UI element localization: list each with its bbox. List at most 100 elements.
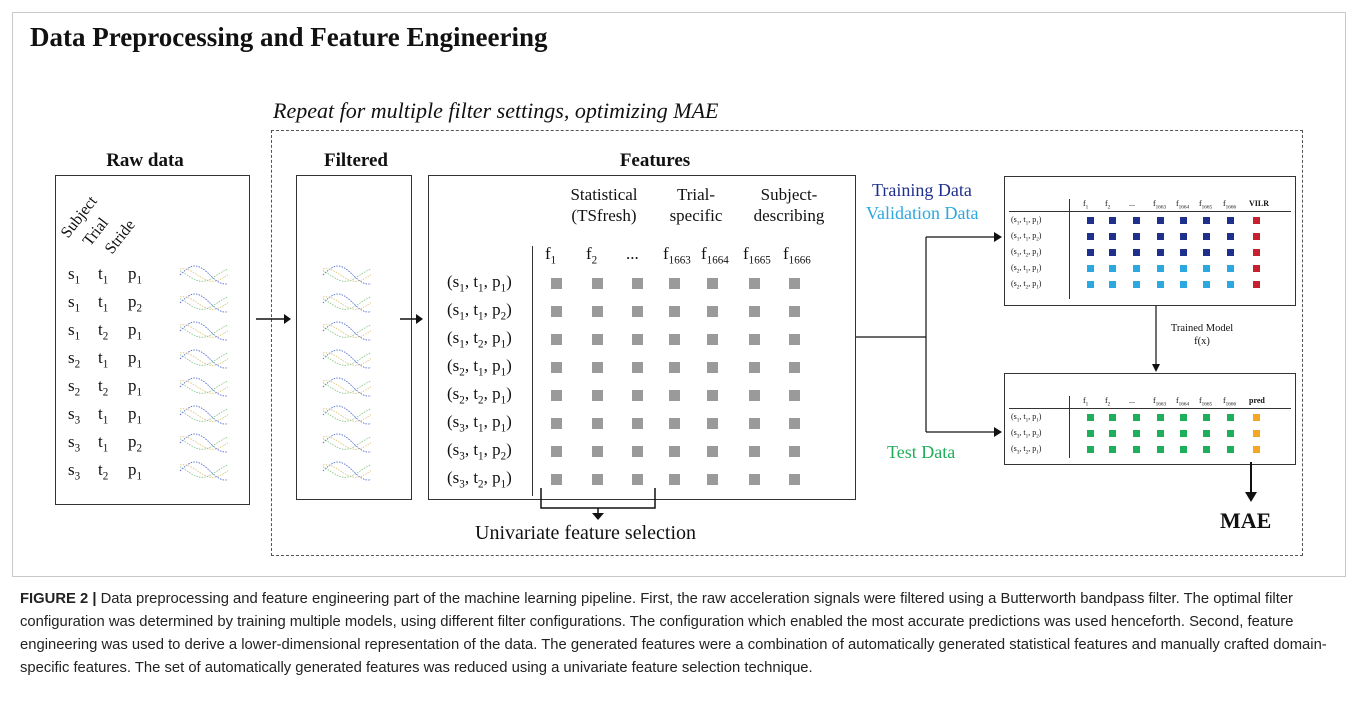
training-cell-marker [1227, 281, 1234, 288]
signal-trace [179, 268, 229, 282]
figure-title: Data Preprocessing and Feature Engineeri… [30, 22, 548, 52]
signal-trace [322, 321, 372, 341]
raw-cell: s3 [68, 460, 81, 483]
arrow-raw-to-filtered [256, 314, 291, 324]
training-cell-marker [1087, 217, 1094, 224]
raw-cell: s2 [68, 376, 81, 399]
feature-column-header: f1 [545, 244, 557, 267]
feature-cell-marker [707, 474, 718, 485]
feature-cell-marker [669, 418, 680, 429]
raw-cell: t1 [98, 348, 109, 371]
feature-cell-marker [551, 474, 562, 485]
training-cell-marker [1087, 249, 1094, 256]
test-cell-marker [1157, 414, 1164, 421]
feature-row-label: (s1, t2, p1) [447, 328, 512, 351]
feature-column-header: f2 [586, 244, 598, 267]
filter-loop-region [271, 130, 1303, 556]
feature-cell-marker [669, 390, 680, 401]
test-cell-marker [1109, 414, 1116, 421]
univariate-selection-label: Univariate feature selection [475, 522, 696, 544]
training-data-label: Training Data [872, 180, 972, 200]
test-cell-marker [1109, 446, 1116, 453]
trained-model-func: f(x) [1194, 336, 1210, 347]
training-cell-marker [1180, 233, 1187, 240]
feature-row-label: (s2, t1, p1) [447, 356, 512, 379]
training-column-header: f1666 [1223, 199, 1237, 211]
split-connectors [856, 232, 1002, 437]
signal-trace [322, 436, 372, 450]
raw-cell: s1 [68, 320, 81, 343]
test-table-divider [1069, 396, 1070, 458]
training-cell-marker [1203, 281, 1210, 288]
feature-column-header: ... [626, 244, 639, 263]
feature-cell-marker [749, 278, 760, 289]
signal-trace [322, 324, 372, 338]
training-cell-marker [1180, 265, 1187, 272]
feature-cell-marker [749, 306, 760, 317]
raw-cell: s2 [68, 348, 81, 371]
filtered-heading: Filtered [323, 150, 388, 171]
feature-cell-marker [551, 362, 562, 373]
feature-cell-marker [707, 418, 718, 429]
training-cell-marker [1180, 281, 1187, 288]
signal-trace [322, 464, 372, 478]
signal-trace [179, 293, 229, 313]
test-column-header: f2 [1105, 396, 1111, 408]
group-trial-specific: Trial-specific [669, 185, 723, 225]
training-table-header-line [1009, 211, 1291, 212]
signal-trace [322, 408, 372, 422]
feature-column-header: f1666 [783, 244, 811, 267]
repeat-note: Repeat for multiple filter settings, opt… [273, 98, 719, 123]
training-column-header: f1665 [1199, 199, 1213, 211]
test-table-header-line [1009, 408, 1291, 409]
test-cell-marker [1157, 446, 1164, 453]
feature-row-label: (s1, t1, p2) [447, 300, 512, 323]
test-cell-marker [1227, 414, 1234, 421]
training-row-label: (s2, t2, p1) [1011, 279, 1042, 291]
training-cell-marker [1157, 281, 1164, 288]
feature-cell-marker [749, 362, 760, 373]
raw-cell: p2 [128, 432, 143, 455]
signal-trace [179, 436, 229, 450]
test-data-label: Test Data [887, 442, 956, 462]
raw-cell: t2 [98, 320, 109, 343]
signal-trace [179, 321, 229, 341]
raw-cell: p1 [128, 348, 143, 371]
signal-trace [322, 436, 372, 450]
test-row-label: (s3, t2, p1) [1011, 444, 1042, 456]
feature-cell-marker [669, 278, 680, 289]
signal-trace [322, 405, 372, 425]
feature-cell-marker [551, 418, 562, 429]
signal-trace [322, 296, 372, 310]
feature-cell-marker [789, 278, 800, 289]
feature-cell-marker [592, 390, 603, 401]
validation-data-label: Validation Data [866, 203, 979, 223]
raw-cell: p1 [128, 404, 143, 427]
feature-cell-marker [592, 446, 603, 457]
arrow-filtered-to-features [400, 314, 423, 324]
test-column-header: f1666 [1223, 396, 1237, 408]
signal-trace [179, 464, 229, 478]
test-cell-marker [1253, 446, 1260, 453]
training-cell-marker [1253, 233, 1260, 240]
signal-trace [179, 408, 229, 422]
test-cell-marker [1253, 430, 1260, 437]
raw-cell: t1 [98, 404, 109, 427]
test-cell-marker [1087, 430, 1094, 437]
feature-row-label: (s3, t2, p1) [447, 468, 512, 491]
training-cell-marker [1253, 249, 1260, 256]
test-column-header: f1664 [1176, 396, 1190, 408]
signal-trace [322, 268, 372, 282]
filtered-box [296, 175, 412, 500]
training-column-header: f2 [1105, 199, 1111, 211]
feature-cell-marker [789, 418, 800, 429]
signal-trace [179, 461, 229, 481]
training-cell-marker [1180, 217, 1187, 224]
raw-cell: p1 [128, 320, 143, 343]
test-cell-marker [1253, 414, 1260, 421]
raw-signal-plots [179, 265, 229, 481]
raw-cell: t1 [98, 292, 109, 315]
feature-cell-marker [789, 306, 800, 317]
training-cell-marker [1253, 265, 1260, 272]
feature-column-header: f1663 [663, 244, 691, 267]
